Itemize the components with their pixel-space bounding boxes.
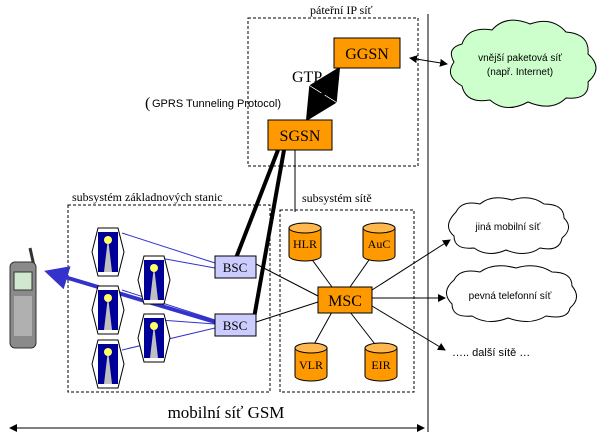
sgsn-bsc2-link bbox=[252, 149, 286, 319]
bts-group bbox=[91, 227, 171, 389]
auc-label: AuC bbox=[368, 237, 391, 251]
bss-label: subsystém základnových stanic bbox=[72, 190, 223, 204]
packet-network-cloud: vnější paketová síť (např. Internet) bbox=[449, 19, 597, 108]
hlr-label: HLR bbox=[293, 237, 317, 251]
bts-icon bbox=[91, 339, 125, 389]
bts-icon bbox=[91, 227, 125, 277]
bsc2-label: BSC bbox=[223, 318, 248, 333]
mobile-phone-icon bbox=[9, 247, 37, 349]
other-mobile-cloud: jiná mobilní síť bbox=[448, 197, 569, 254]
fixed-network-cloud: pevná telefonní síť bbox=[446, 265, 577, 322]
backbone-label: páteřní IP síť bbox=[310, 3, 373, 17]
bss-region bbox=[67, 204, 271, 393]
ggsn-label: GGSN bbox=[345, 46, 389, 63]
packet-network-line1: vnější paketová síť bbox=[478, 53, 562, 64]
radio-link-arrow bbox=[44, 266, 216, 324]
msc-label: MSC bbox=[328, 293, 362, 310]
other-mobile-label: jiná mobilní síť bbox=[475, 222, 541, 233]
eir-label: EIR bbox=[371, 358, 390, 372]
nss-label: subsystém sítě bbox=[302, 191, 372, 205]
bsc1-node: BSC bbox=[214, 255, 257, 279]
bsc1-msc-link bbox=[255, 263, 319, 297]
gtp-label: GTP bbox=[292, 69, 322, 86]
hlr-database: HLR bbox=[288, 222, 322, 262]
packet-network-line2: (např. Internet) bbox=[487, 67, 553, 78]
bsc2-node: BSC bbox=[214, 313, 257, 337]
gtp-paren: ( bbox=[145, 95, 150, 112]
vlr-database: VLR bbox=[294, 342, 328, 382]
eir-database: EIR bbox=[364, 342, 398, 382]
fixed-network-label: pevná telefonní síť bbox=[469, 291, 552, 302]
auc-database: AuC bbox=[362, 222, 396, 262]
vlr-label: VLR bbox=[299, 358, 323, 372]
bts-icon bbox=[137, 255, 171, 305]
msc-other-mobile-link bbox=[371, 239, 451, 291]
backbone-region bbox=[247, 17, 419, 167]
msc-vlr-link bbox=[311, 311, 333, 349]
msc-eir-link bbox=[349, 311, 379, 349]
gsm-network-label: mobilní síť GSM bbox=[168, 403, 285, 422]
ggsn-node: GGSN bbox=[333, 37, 401, 69]
nss-region bbox=[279, 209, 415, 393]
other-networks-label: ….. další sítě … bbox=[452, 347, 530, 359]
sgsn-label: SGSN bbox=[280, 128, 321, 145]
bts-icon bbox=[137, 313, 171, 363]
sgsn-bsc1-link bbox=[234, 149, 280, 259]
bsc1-label: BSC bbox=[223, 260, 248, 275]
ggsn-packet-link bbox=[409, 55, 448, 67]
bts-icon bbox=[91, 285, 125, 335]
msc-node: MSC bbox=[317, 286, 373, 314]
gtp-full-label: GPRS Tunneling Protocol) bbox=[152, 98, 281, 110]
msc-other-link bbox=[371, 305, 446, 351]
sgsn-node: SGSN bbox=[267, 119, 333, 151]
gtp-link bbox=[305, 66, 341, 122]
bsc2-msc-link bbox=[255, 301, 319, 323]
